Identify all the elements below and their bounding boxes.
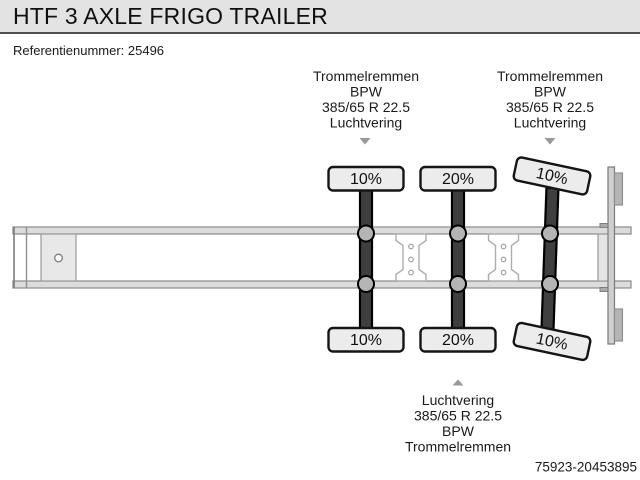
- rear-light-bottom: [613, 308, 624, 342]
- bolt-hole: [408, 256, 414, 263]
- bolt-hole: [500, 243, 507, 250]
- spec-block-top-right: Trommelremmen BPW 385/65 R 22.5 Luchtver…: [497, 68, 603, 145]
- suspension-bellow: [541, 275, 559, 293]
- rear-light-top: [613, 172, 624, 206]
- suspension-bellow: [541, 224, 559, 243]
- tire-bottom-steered: 10%: [512, 321, 592, 362]
- arrow-up-icon: [452, 379, 464, 386]
- tire-bottom: [327, 326, 405, 353]
- chassis: [12, 166, 632, 345]
- suspension-bellow: [357, 275, 375, 293]
- spec-line: BPW: [350, 84, 383, 100]
- title-bar: HTF 3 AXLE FRIGO TRAILER: [0, 0, 640, 34]
- reference-number: Referentienummer: 25496: [13, 43, 165, 58]
- axle-beam: [450, 186, 466, 332]
- bolt-hole: [500, 256, 507, 263]
- tire-top-steered: 10%: [512, 156, 592, 196]
- axle-2: 20% 20%: [419, 165, 497, 353]
- arrow-down-icon: [544, 138, 556, 145]
- page-title: HTF 3 AXLE FRIGO TRAILER: [13, 2, 328, 29]
- spec-line: 385/65 R 22.5: [414, 408, 502, 424]
- spec-line: BPW: [442, 423, 475, 439]
- spec-line: Trommelremmen: [405, 439, 511, 455]
- axle-load-label: 10%: [534, 165, 569, 188]
- spec-block-top-left: Trommelremmen BPW 385/65 R 22.5 Luchtver…: [313, 68, 419, 145]
- tire-bottom: [512, 321, 592, 362]
- spec-line: Trommelremmen: [313, 68, 419, 84]
- spec-line: Trommelremmen: [497, 68, 603, 84]
- axle-beam: [540, 186, 560, 332]
- spec-line: BPW: [534, 84, 567, 100]
- axle-load-label: 10%: [534, 331, 569, 354]
- bolt-hole: [408, 269, 414, 276]
- tire-bottom: [419, 326, 497, 353]
- chassis-rail-bottom: [12, 280, 632, 289]
- axle-load-label: 10%: [350, 332, 382, 349]
- tire-top: [512, 156, 592, 196]
- suspension-bellow: [449, 224, 467, 243]
- spec-line: Luchtvering: [330, 115, 402, 131]
- watermark-id: 75923-20453895: [535, 460, 637, 475]
- axle-load-label: 10%: [350, 171, 382, 188]
- spec-line: 385/65 R 22.5: [506, 99, 594, 115]
- spec-line: Luchtvering: [514, 115, 586, 131]
- chassis-rail-top: [12, 226, 632, 235]
- tire-top: [419, 165, 497, 192]
- axle-load-label: 20%: [442, 332, 474, 349]
- axle-3-steered: 10% 10%: [512, 156, 592, 362]
- spec-block-bottom: Luchtvering 385/65 R 22.5 BPW Trommelrem…: [405, 379, 511, 455]
- tire-top: [327, 165, 405, 192]
- suspension-bellow: [357, 224, 375, 243]
- axle-1: 10% 10%: [327, 165, 405, 353]
- axle-beam: [358, 186, 374, 332]
- rear-bumper-bar: [607, 166, 616, 345]
- axle-load-label: 20%: [442, 171, 474, 188]
- suspension-bellow: [449, 275, 467, 293]
- bolt-hole: [408, 243, 414, 250]
- bolt-hole: [500, 269, 507, 276]
- kingpin: [54, 253, 63, 263]
- arrow-down-icon: [359, 138, 371, 145]
- spec-line: 385/65 R 22.5: [322, 99, 410, 115]
- spec-line: Luchtvering: [422, 392, 494, 408]
